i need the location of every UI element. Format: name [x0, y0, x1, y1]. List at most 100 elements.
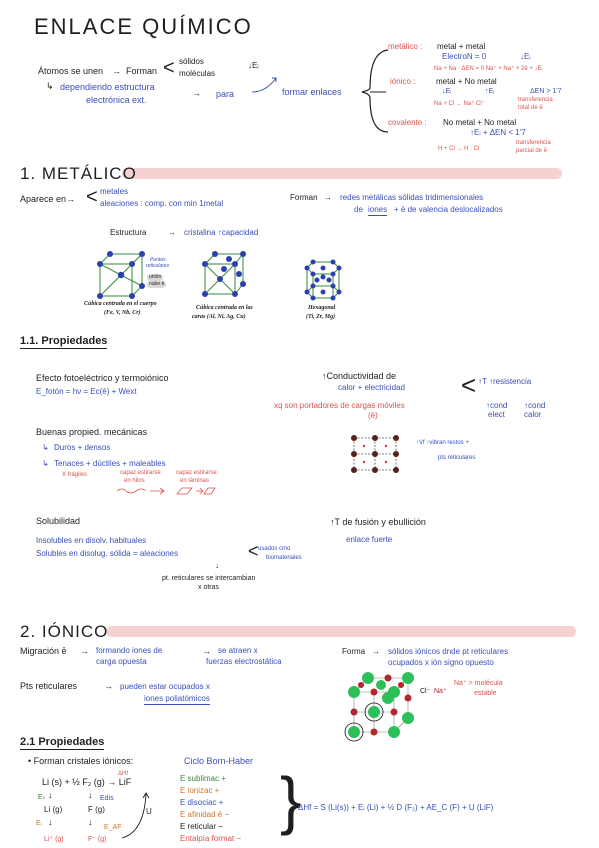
estable-text: estable [474, 690, 497, 697]
capaz-laminas-2: en láminas [180, 478, 210, 484]
metalico-label: metálico : [388, 42, 423, 51]
metalico-eq: Na + Na · ΔEN = 0 Na⁺ + Na⁺ + 2ē + ↓Eᵢ [434, 66, 543, 72]
metal-lattice-sketch [351, 435, 399, 473]
nube-label-2: nube ē [147, 281, 167, 288]
formar-enlaces-text: formar enlaces [282, 87, 342, 97]
redes-2a: de [354, 205, 363, 214]
aparece-text: Aparece en [20, 194, 67, 204]
migra-text: Migración ē [20, 646, 67, 656]
ciclo-text: Ciclo Born-Haber [184, 756, 254, 766]
covalente-eq: H + Cl → H : Cl [438, 146, 480, 152]
arrow-icon: → [104, 681, 113, 691]
conduct-text: ↑Conductividad de [322, 371, 397, 381]
list-entalpia: Entalpía format − [180, 834, 242, 843]
estructura-text: Estructura [110, 228, 147, 237]
arrow-icon: → [112, 66, 121, 76]
enlace-fuerte-text: enlace fuerte [346, 535, 393, 544]
conduct-2: calor + electricidad [338, 383, 405, 392]
li-g-text: Li (g) [44, 805, 63, 814]
arrow-icon: → [66, 194, 75, 204]
caption-hex-1: Hexagonal [308, 305, 336, 311]
conduct-4: (ē) [368, 411, 378, 420]
page-title: ENLACE QUÍMICO [34, 14, 253, 39]
fuerzas-text: fuerzas electrostática [206, 657, 282, 666]
forma-text: Forma [342, 647, 366, 656]
born-haber-equation: ΔHf = S (Li(s)) + Eᵢ (Li) + ½ D (F₂) + A… [298, 803, 494, 812]
curve-arrow-icon [251, 77, 277, 93]
cycle-arrow-icon [121, 792, 150, 839]
redes-2b: iones [368, 205, 388, 216]
fcc-lattice-diagram [202, 251, 246, 297]
brace-left-icon: < [163, 57, 175, 79]
caption-fcc-2: caras (Al, Ni, Ag, Cu) [192, 314, 246, 320]
metalico-down: ↓Eᵢ [520, 52, 531, 61]
xfragiles-text: X frágiles [62, 472, 88, 478]
moleculas-text: moléculas [179, 69, 216, 78]
heading-highlight [122, 168, 562, 179]
puntos-label-1: Puntos [150, 257, 166, 263]
arrow-icon: → [202, 646, 211, 656]
down-arrow-icon: ↓ [48, 790, 53, 800]
hook-arrow-icon: ↳ [46, 81, 54, 91]
caption-bcc-1: Cúbica centrada en el cuerpo [84, 301, 157, 307]
nacl-crystal-diagram [344, 672, 414, 742]
u-label: U [146, 807, 152, 816]
list-afinidad: E afinidad ē − [180, 810, 230, 819]
metales-text: metales [100, 187, 129, 196]
section-2-heading: 2. IÓNICO [20, 622, 109, 641]
pts-text: Pts reticulares [20, 681, 78, 691]
sol-1: Insolubles en disolv. habituales [36, 536, 147, 545]
formando-text: formando iones de [96, 646, 163, 655]
cond-elect-1: ↑cond [486, 401, 508, 410]
hexagonal-lattice-diagram [304, 259, 342, 301]
buenas-text: Buenas propied. mecánicas [36, 427, 148, 437]
li-plus-text: Li⁺ (g) [44, 836, 64, 843]
caption-hex-2: (Ti, Zr, Mg) [306, 314, 336, 320]
brace-right-icon: } [280, 764, 302, 836]
ionico-note2: total de ē [518, 105, 543, 111]
arrow-icon: → [192, 88, 201, 98]
down-arrow-icon: ↓ [215, 561, 219, 570]
f-g-text: F (g) [88, 805, 105, 814]
capaz-laminas-1: capaz estirarse [176, 470, 217, 476]
iones-poli-text: iones poliatómicos [144, 694, 210, 705]
resistencia-text: ↑T ↑resistencia [478, 377, 532, 386]
redes-1: redes metálicas sólidas tridimensionales [340, 193, 484, 202]
lattice-note-1: ↑Vf ↑vibran restos + [416, 440, 469, 446]
hook-arrow-icon: ↳ [42, 443, 49, 452]
redes-2c: + ē de valencia deslocalizados [394, 205, 503, 214]
capaz-hilos-2: en hilos [124, 478, 145, 484]
covalente-label: covalente : [388, 118, 427, 127]
down-arrow-icon: ↓ [88, 790, 93, 800]
nube-label-1: unión [147, 274, 164, 281]
covalente-rule: No metal + No metal [443, 118, 517, 127]
conduct-3: xq son portadores de cargas móviles [274, 401, 405, 410]
down-arrow-icon: ↓ [48, 817, 53, 827]
cristalina-text: cristalina ↑capacidad [184, 228, 259, 237]
puntos-label-2: reticulares [146, 263, 170, 269]
cond-elect-2: elect [488, 410, 505, 419]
ionico-note1: transferencia [518, 97, 553, 103]
covalente-sub: ↑Eᵢ + ΔEN < 1'7 [470, 128, 526, 137]
sol-note-1: usados cmo [258, 546, 291, 552]
list-reticular: E reticular − [180, 822, 223, 831]
arrow-icon: → [80, 646, 89, 656]
atomos-text: Átomos se unen [38, 66, 104, 76]
capaz-hilos-1: capaz estirarse [120, 470, 161, 476]
hook-arrow-icon: ↳ [42, 459, 49, 468]
efecto-eq: E_fotón = hν = Eᴄ(ē) + Wext [36, 387, 137, 396]
list-disociac: E disociac + [180, 798, 224, 807]
solidos-text: sólidos [179, 57, 204, 66]
section-2-1-heading: 2.1 Propiedades [20, 736, 105, 750]
forman-cristales-text: • Forman cristales iónicos: [28, 756, 134, 766]
forman-text: Forman [290, 193, 318, 202]
forman-text: Forman [126, 66, 158, 76]
pt-1: pt. reticulares se intercambian [162, 575, 256, 582]
ionico-sub3: ΔEN > 1'7 [530, 88, 562, 95]
metalico-sub: ElectroN = 0 [442, 52, 487, 61]
ocupados-text: ocupados x ión signo opuesto [388, 658, 494, 667]
f-minus-text: F⁻ (g) [88, 836, 107, 843]
fusion-text: ↑T de fusión y ebullición [330, 517, 426, 527]
list-ionizac: E ionizac + [180, 786, 220, 795]
solubilidad-text: Solubilidad [36, 516, 81, 526]
